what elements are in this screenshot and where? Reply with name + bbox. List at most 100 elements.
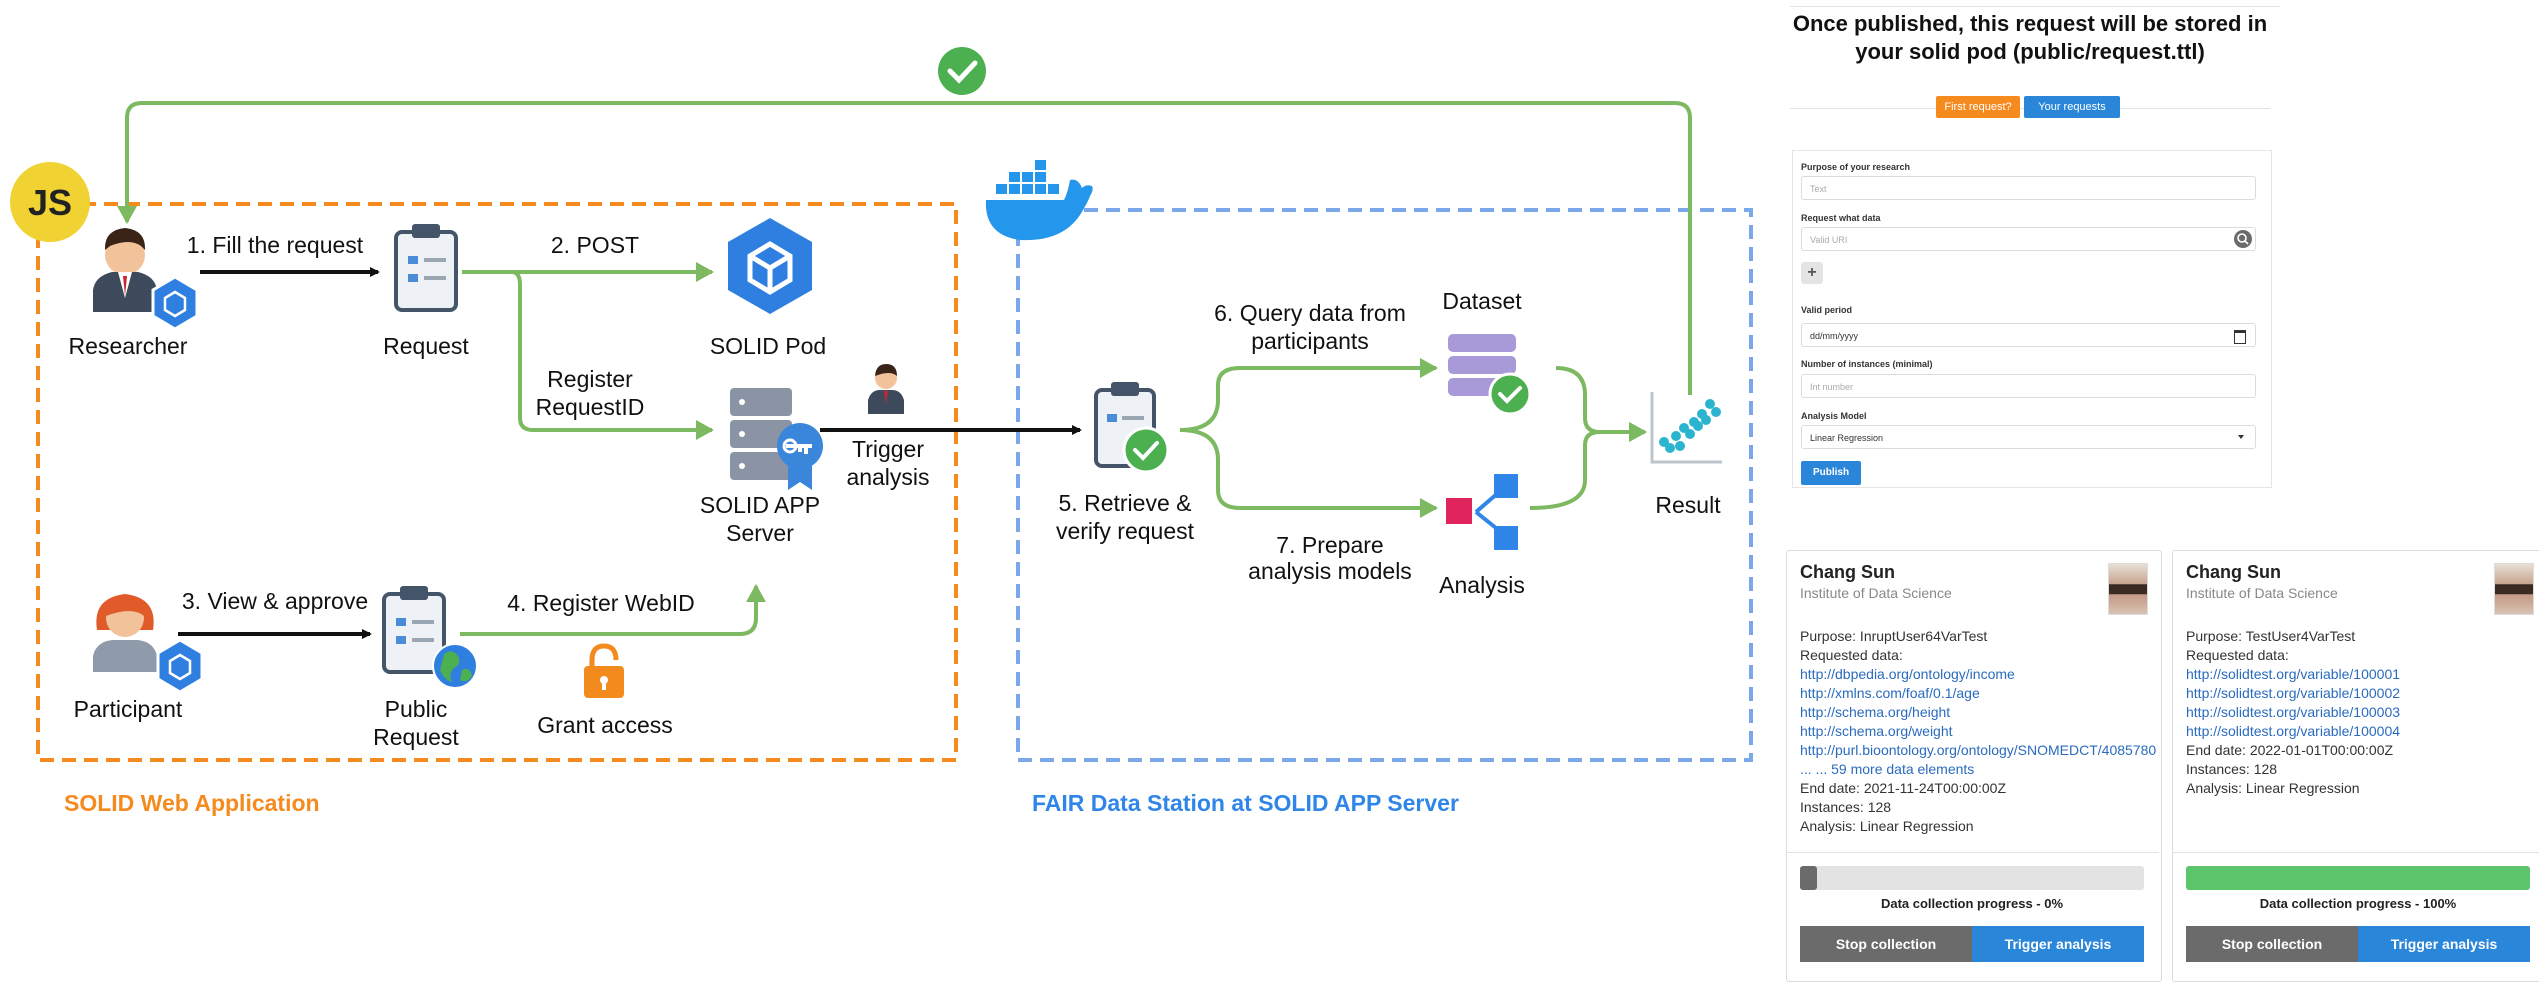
solid-app-server-icon: [730, 388, 823, 490]
fair-station-title: FAIR Data Station at SOLID APP Server: [1032, 790, 1459, 816]
edge-label-view-approve: 3. View & approve: [181, 588, 369, 614]
node-label-participant: Participant: [73, 696, 183, 722]
your-requests-button[interactable]: Your requests: [2024, 96, 2120, 118]
card1-progress-label: Data collection progress - 0%: [1880, 896, 2064, 911]
result-to-researcher-arrow: [117, 101, 1692, 395]
edge-label-register-requestid-2: RequestID: [535, 394, 645, 420]
analysis-model-value: Linear Regression: [1810, 433, 1884, 443]
dataset-icon: [1448, 334, 1532, 416]
card1-avatar: [2108, 563, 2148, 615]
node-label-server-2: Server: [726, 520, 794, 546]
card2-link-4[interactable]: http://solidtest.org/variable/100004: [2186, 723, 2401, 739]
researcher-icon: [93, 228, 157, 312]
card2-divider: [2173, 852, 2539, 853]
edge-label-register-webid: 4. Register WebID: [507, 590, 695, 616]
arrow-query: [1179, 358, 1438, 432]
node-label-dataset: Dataset: [1442, 288, 1522, 314]
arrow-register-webid: [460, 584, 766, 636]
purpose-input[interactable]: Text: [1801, 176, 2256, 200]
verify-clipboard-icon: [1094, 382, 1170, 474]
publish-button[interactable]: Publish: [1801, 461, 1861, 485]
card2-requested-label: Requested data:: [2186, 647, 2289, 663]
js-badge-text: JS: [27, 182, 73, 223]
edge-label-fill-request: 1. Fill the request: [186, 232, 364, 258]
request-data-input[interactable]: Valid URI: [1801, 227, 2256, 251]
request-card-1: [1786, 550, 2162, 982]
solid-web-app-frame: [36, 202, 958, 762]
card2-link-1[interactable]: http://solidtest.org/variable/100001: [2186, 666, 2401, 682]
card1-trigger-analysis-button[interactable]: Trigger analysis: [1972, 926, 2144, 962]
lock-icon: [584, 643, 624, 698]
node-label-solid-pod: SOLID Pod: [709, 333, 827, 359]
participant-icon: [93, 594, 157, 672]
card2-link-2[interactable]: http://solidtest.org/variable/100002: [2186, 685, 2401, 701]
card1-progress-fill: [1800, 866, 1818, 890]
request-clipboard-icon: [394, 224, 458, 312]
card1-link-4[interactable]: http://schema.org/weight: [1800, 723, 1953, 739]
card2-institute: Institute of Data Science: [2186, 585, 2338, 601]
card1-link-1[interactable]: http://dbpedia.org/ontology/income: [1800, 666, 2015, 682]
card2-stop-collection-button[interactable]: Stop collection: [2186, 926, 2358, 962]
arrow-prepare: [1179, 428, 1438, 518]
valid-period-label: Valid period: [1801, 305, 1853, 315]
add-data-button[interactable]: +: [1801, 262, 1823, 284]
valid-period-input[interactable]: dd/mm/yyyy: [1801, 323, 2256, 347]
card1-instances: Instances: 128: [1800, 799, 1892, 815]
small-researcher-icon: [868, 364, 904, 414]
chevron-down-icon: [2238, 435, 2244, 439]
card1-link-3[interactable]: http://schema.org/height: [1800, 704, 1951, 720]
instances-input[interactable]: Int number: [1801, 374, 2256, 398]
edge-label-trigger-1: Trigger: [852, 436, 924, 462]
card2-avatar: [2494, 563, 2534, 615]
docker-logo-icon: [985, 160, 1093, 241]
request-card-2: [2172, 550, 2539, 982]
card2-link-3[interactable]: http://solidtest.org/variable/100003: [2186, 704, 2401, 720]
card1-name: Chang Sun: [1800, 562, 1895, 582]
solid-logo-small-icon: [151, 275, 199, 331]
fair-station-frame: [1016, 208, 1753, 762]
arrow-analysis-result: [1529, 422, 1647, 510]
instances-label: Number of instances (minimal): [1801, 359, 1933, 369]
request-data-label: Request what data: [1801, 213, 1881, 223]
card2-trigger-analysis-button[interactable]: Trigger analysis: [2358, 926, 2530, 962]
solid-web-app-title: SOLID Web Application: [64, 790, 320, 816]
card2-name: Chang Sun: [2186, 562, 2281, 582]
card1-link-2[interactable]: http://xmlns.com/foaf/0.1/age: [1800, 685, 1980, 701]
card2-analysis: Analysis: Linear Regression: [2186, 780, 2360, 796]
arrow-dataset-result: [1555, 366, 1647, 442]
card2-progress-bar: [2186, 866, 2530, 890]
top-check-icon: [938, 47, 986, 95]
card1-link-5[interactable]: http://purl.bioontology.org/ontology/SNO…: [1800, 742, 2157, 758]
node-label-retrieve-1: 5. Retrieve &: [1058, 490, 1192, 516]
card1-divider: [1787, 852, 2159, 853]
globe-icon: [432, 643, 478, 689]
node-label-public-2: Request: [373, 724, 459, 750]
node-label-grant-access: Grant access: [537, 712, 673, 738]
edge-label-query-2: participants: [1251, 328, 1369, 354]
analysis-model-select[interactable]: Linear Regression: [1801, 425, 2256, 449]
edge-label-trigger-2: analysis: [846, 464, 930, 490]
node-label-analysis: Analysis: [1439, 572, 1525, 598]
edge-label-query-1: 6. Query data from: [1214, 300, 1406, 326]
javascript-logo: [10, 162, 90, 242]
edge-label-register-requestid-1: Register: [547, 366, 633, 392]
card1-more-link[interactable]: ... ... 59 more data elements: [1800, 761, 1975, 777]
edge-label-post: 2. POST: [550, 232, 640, 258]
first-request-button[interactable]: First request?: [1936, 96, 2020, 118]
solid-logo-small-2-icon: [156, 638, 204, 694]
analysis-icon: [1446, 474, 1518, 550]
card1-institute: Institute of Data Science: [1800, 585, 1952, 601]
card2-progress-label: Data collection progress - 100%: [2259, 896, 2457, 911]
edge-label-prepare-2: analysis models: [1248, 558, 1412, 584]
valid-period-value: dd/mm/yyyy: [1810, 331, 1859, 341]
node-label-server-1: SOLID APP: [699, 492, 821, 518]
top-divider: [1790, 6, 2280, 7]
calendar-icon[interactable]: [2234, 330, 2246, 344]
purpose-label: Purpose of your research: [1801, 162, 1911, 172]
search-icon[interactable]: [2234, 230, 2252, 248]
card2-purpose: Purpose: TestUser4VarTest: [2186, 628, 2356, 644]
card1-purpose: Purpose: InruptUser64VarTest: [1800, 628, 1988, 644]
card1-stop-collection-button[interactable]: Stop collection: [1800, 926, 1972, 962]
card2-progress-fill: [2186, 866, 2530, 890]
form-title-line2: your solid pod (public/request.ttl): [1855, 39, 2205, 64]
